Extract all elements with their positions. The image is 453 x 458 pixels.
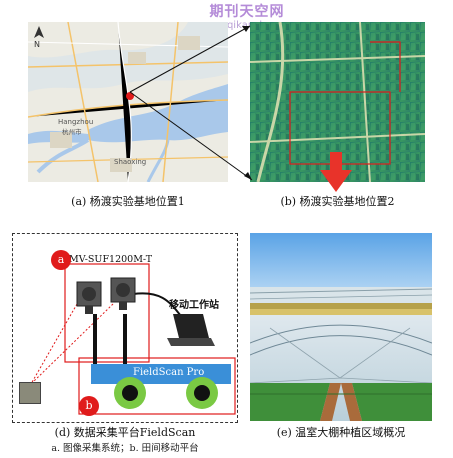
place-hangzhou-cn: 杭州市 xyxy=(62,128,82,136)
subcaption-d: a. 图像采集系统；b. 田间移动平台 xyxy=(51,443,199,454)
watermark-title: 期刊天空网 xyxy=(209,4,285,20)
caption-b: (b) 杨渡实验基地位置2 xyxy=(280,195,395,208)
wheel-icon xyxy=(185,376,219,414)
panel-b-satellite xyxy=(250,22,425,182)
laptop-icon xyxy=(165,312,217,356)
camera-icon xyxy=(109,276,139,314)
camera-icon xyxy=(75,280,105,318)
place-shaoxing: Shaoxing xyxy=(114,158,147,166)
marker-a-label: a xyxy=(57,253,65,266)
place-hangzhou: Hangzhou xyxy=(58,118,94,126)
compass-label: N xyxy=(34,40,40,49)
north-arrow-icon xyxy=(32,26,46,48)
workstation-label: 移动工作站 xyxy=(169,300,219,311)
panel-d-platform: 移动工作站 MV-SUF1200M-T a FieldScan Pro b xyxy=(12,233,238,423)
sample-image xyxy=(19,382,41,404)
map-pin-icon xyxy=(125,86,135,105)
panel-a-map: N Hangzhou 杭州市 Shaoxing xyxy=(28,22,228,182)
caption-e: (e) 温室大棚种植区域概况 xyxy=(276,426,406,439)
greenhouse-graphic xyxy=(250,233,432,421)
down-arrow-icon xyxy=(320,152,352,196)
platform-graphic xyxy=(30,263,236,415)
caption-a: (a) 杨渡实验基地位置1 xyxy=(71,195,185,208)
marker-b-label: b xyxy=(85,399,93,412)
marker-b: b xyxy=(79,396,99,416)
satellite-graphic xyxy=(250,22,425,182)
panel-e-greenhouse xyxy=(250,233,432,421)
wheel-icon xyxy=(113,376,147,414)
platform-label: FieldScan Pro xyxy=(133,367,205,378)
marker-a: a xyxy=(51,250,71,270)
caption-d: (d) 数据采集平台FieldScan xyxy=(54,426,196,439)
camera-model-label: MV-SUF1200M-T xyxy=(69,254,153,265)
